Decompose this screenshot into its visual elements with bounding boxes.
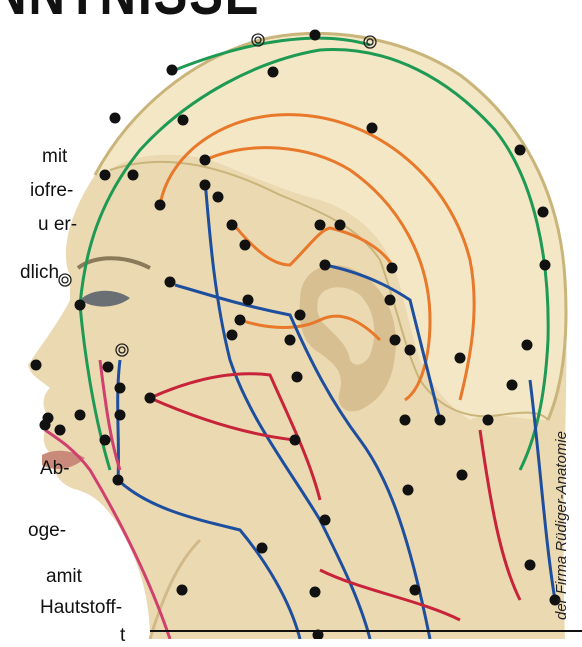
acupuncture-point	[435, 415, 446, 426]
acupuncture-point	[292, 372, 303, 383]
acupuncture-point	[167, 65, 178, 76]
text-fragment-2: iofre-	[30, 180, 73, 202]
acupuncture-point	[285, 335, 296, 346]
acupuncture-point	[457, 470, 468, 481]
text-fragment-9: t	[120, 625, 125, 647]
image-credit: der Firma Rüdiger-Anatomie	[553, 431, 570, 620]
acupuncture-point	[315, 220, 326, 231]
acupuncture-point	[145, 393, 156, 404]
text-fragment-8: Hautstoff-	[40, 597, 122, 619]
text-fragment-7: amit	[46, 566, 82, 588]
acupuncture-point	[268, 67, 279, 78]
acupuncture-point	[75, 410, 86, 421]
acupuncture-point	[367, 123, 378, 134]
text-fragment-6: oge-	[28, 520, 66, 542]
acupuncture-point	[177, 585, 188, 596]
text-fragment-1: mit	[42, 146, 67, 168]
acupuncture-point	[128, 170, 139, 181]
acupuncture-point	[257, 543, 268, 554]
acupuncture-point	[213, 192, 224, 203]
acupuncture-point	[200, 180, 211, 191]
acupuncture-point	[310, 587, 321, 598]
acupuncture-point	[115, 383, 126, 394]
acupuncture-point	[390, 335, 401, 346]
acupuncture-point	[540, 260, 551, 271]
acupuncture-point	[507, 380, 518, 391]
acupuncture-point	[227, 220, 238, 231]
acupuncture-point	[115, 410, 126, 421]
acupuncture-point	[522, 340, 533, 351]
acupuncture-point	[100, 435, 111, 446]
acupuncture-point	[155, 200, 166, 211]
acupuncture-point	[515, 145, 526, 156]
acupuncture-point	[538, 207, 549, 218]
acupuncture-point	[243, 295, 254, 306]
text-fragment-3: u er-	[38, 214, 77, 236]
acupuncture-point	[405, 345, 416, 356]
acupuncture-point	[410, 585, 421, 596]
text-fragment-4: dlich	[20, 262, 59, 284]
acupuncture-point	[335, 220, 346, 231]
acupuncture-point	[483, 415, 494, 426]
acupuncture-point	[455, 353, 466, 364]
acupuncture-point	[227, 330, 238, 341]
acupuncture-point	[387, 263, 398, 274]
acupuncture-point	[320, 260, 331, 271]
acupuncture-point	[75, 300, 86, 311]
acupuncture-point	[55, 425, 66, 436]
acupuncture-point	[200, 155, 211, 166]
acupuncture-point	[320, 515, 331, 526]
acupuncture-point	[165, 277, 176, 288]
acupuncture-point	[40, 420, 51, 431]
bottom-rule	[150, 630, 582, 632]
spiral-marker	[59, 274, 71, 286]
acupuncture-point	[403, 485, 414, 496]
acupuncture-point	[400, 415, 411, 426]
acupuncture-point	[310, 30, 321, 41]
acupuncture-point	[525, 560, 536, 571]
acupuncture-point	[113, 475, 124, 486]
acupuncture-point	[385, 295, 396, 306]
acupuncture-point	[103, 362, 114, 373]
acupuncture-point	[235, 315, 246, 326]
acupuncture-point	[240, 240, 251, 251]
acupuncture-point	[290, 435, 301, 446]
acupuncture-point	[110, 113, 121, 124]
acupuncture-point	[178, 115, 189, 126]
text-fragment-5: Ab-	[40, 458, 70, 480]
acupuncture-point	[295, 310, 306, 321]
acupuncture-point	[100, 170, 111, 181]
acupuncture-point	[31, 360, 42, 371]
spiral-marker	[62, 277, 68, 283]
